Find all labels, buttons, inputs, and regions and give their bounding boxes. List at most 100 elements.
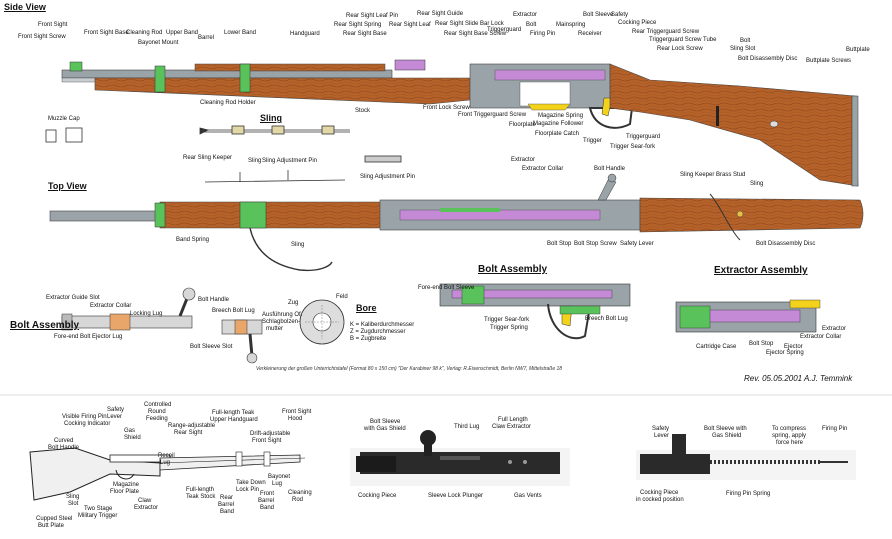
label-magazine-spring: Magazine Spring — [538, 113, 584, 119]
label-photo-third-lug: Third Lug — [454, 424, 480, 430]
label-photo-claw-extractor: Claw Extractor — [492, 424, 532, 430]
label-bayonet-lug-2: Lug — [272, 481, 283, 487]
label-small-cleaning-rod-2: Rod — [292, 497, 304, 503]
label-military-trigger: Military Trigger — [78, 513, 118, 519]
label-claw-extractor-2: Extractor — [134, 505, 159, 511]
label-controlled-round: Controlled — [144, 402, 172, 408]
label-safety: Safety — [611, 12, 629, 18]
side-disassembly-disc — [769, 120, 779, 128]
label-photo-gas-vents: Gas Vents — [514, 493, 542, 499]
label-bore-mutter: mutter — [266, 326, 284, 332]
label-small-front-sight: Front Sight — [282, 409, 312, 415]
label-top-bolt-handle: Bolt Handle — [594, 166, 626, 172]
label-locking-lug: Locking Lug — [130, 311, 163, 317]
label-top-sling: Sling — [291, 242, 305, 248]
label-rear-barrel-band-2: Barrel — [218, 502, 235, 508]
side-stock-forend — [94, 77, 471, 105]
label-two-stage: Two Stage — [84, 506, 113, 512]
label-fp-force-here: force here — [776, 440, 804, 446]
label-receiver: Receiver — [578, 31, 602, 37]
side-sling-slot — [716, 106, 719, 126]
label-extractor: Extractor — [513, 12, 538, 18]
label-rear-barrel-band-3: Band — [220, 509, 235, 515]
side-follower — [527, 103, 571, 111]
label-rear-sight: Rear Sight — [174, 430, 203, 436]
label-trigger-sear-fork: Trigger Sear-fork — [610, 144, 656, 150]
label-front-sight-base: Front Sight Base — [84, 30, 129, 36]
label-drift-front-sight: Front Sight — [252, 438, 282, 444]
sling-parts — [199, 125, 402, 183]
label-full-length-teak-stock-2: Teak Stock — [186, 494, 216, 500]
label-photo-bolt-sleeve: Bolt Sleeve — [370, 419, 401, 425]
label-stock: Stock — [355, 108, 371, 114]
label-floorplate-catch: Floorplate Catch — [535, 131, 580, 137]
label-top-band-spring: Band Spring — [176, 237, 210, 243]
label-upper-band: Upper Band — [166, 30, 199, 36]
label-bolt-extractor-collar: Extractor Collar — [90, 303, 132, 309]
side-view-rifle — [61, 59, 859, 187]
label-front-sight: Front Sight — [38, 22, 68, 28]
label-muzzle-cap: Muzzle Cap — [48, 116, 80, 122]
label-recoil-lug-2: Lug — [160, 460, 171, 466]
label-trigger: Trigger — [583, 138, 602, 144]
heading-bolt-assembly-left: Bolt Assembly — [10, 320, 80, 331]
label-ext-ejector: Ejector — [784, 344, 803, 350]
bore-diagram — [299, 299, 345, 345]
label-gas-shield: Gas — [124, 428, 136, 434]
label-safety-lever: Safety — [107, 407, 125, 413]
side-front-sight — [69, 61, 83, 72]
label-bolt: Bolt — [526, 22, 537, 28]
label-firing-pin: Firing Pin — [530, 31, 556, 37]
label-magazine-floor-plate-2: Floor Plate — [110, 489, 140, 495]
label-bolt-disassembly-disc: Bolt Disassembly Disc — [738, 56, 798, 62]
label-top-sling-right: Sling — [750, 181, 764, 187]
side-trigger — [601, 97, 613, 117]
revision-note: Rev. 05.05.2001 A.J. Temmink — [744, 374, 853, 383]
label-rear-sight-leaf: Rear Sight Leaf — [389, 22, 431, 28]
label-visible-firing-pin: Visible Firing Pin — [62, 414, 107, 420]
label-claw-extractor: Claw — [138, 498, 152, 504]
label-rear-sight-base: Rear Sight Base — [343, 31, 387, 37]
label-recoil-lug: Recoil — [158, 453, 175, 459]
label-controlled-round-2: Round — [148, 409, 166, 415]
label-cleaning-rod: Cleaning Rod — [126, 30, 163, 36]
label-ext-extractor: Extractor — [822, 326, 847, 332]
label-range-adjustable: Range-adjustable — [168, 423, 216, 429]
heading-top-view: Top View — [48, 181, 87, 191]
label-fp-lever: Lever — [654, 433, 670, 439]
label-photo-with-gas-shield: with Gas Shield — [364, 426, 406, 432]
label-center-trigger-spring: Trigger Spring — [490, 325, 528, 331]
label-safety-lever-2: Lever — [107, 414, 123, 420]
label-cleaning-rod-holder: Cleaning Rod Holder — [200, 100, 256, 106]
label-top-extractor-collar: Extractor Collar — [522, 166, 564, 172]
label-buttplate: Buttplate — [846, 47, 870, 53]
label-sling-slot-small: Sling — [66, 494, 80, 500]
label-front-lock-screw: Front Lock Screw — [423, 105, 470, 111]
label-fp-cocking-piece: Cocking Piece — [640, 490, 679, 496]
label-bolt-top: Bolt — [740, 38, 751, 44]
label-sling: Sling — [248, 158, 262, 164]
top-view-rifle — [49, 173, 864, 272]
label-full-length-teak: Full-length Teak — [212, 410, 255, 416]
muzzle-cap — [45, 127, 83, 143]
label-fore-end-bolt-sleeve: Fore-end Bolt Sleeve — [418, 285, 475, 291]
label-buttplate-screws: Buttplate Screws — [806, 58, 852, 64]
label-fp-safety: Safety — [652, 426, 670, 432]
label-rear-lock-screw: Rear Lock Screw — [657, 46, 703, 52]
label-drift-adjustable: Drift-adjustable — [250, 431, 291, 437]
label-photo-cocking-piece: Cocking Piece — [358, 493, 397, 499]
label-rear-sight-guide: Rear Sight Guide — [417, 11, 464, 17]
side-buttstock — [609, 63, 859, 187]
side-triggerguard — [588, 107, 634, 129]
label-fore-end-bolt-ejector-lug: Fore-end Bolt Ejector Lug — [54, 334, 123, 340]
label-small-cleaning-rod: Cleaning — [288, 490, 312, 496]
source-note: Verkleinerung der großen Unterrichtstafe… — [256, 366, 563, 372]
label-top-extractor: Extractor — [511, 157, 536, 163]
label-bore-feld: Feld — [336, 294, 348, 300]
label-bore-k: K = Kaliberdurchmesser — [350, 322, 415, 328]
side-bolt — [494, 69, 606, 81]
label-ext-ejector-spring: Ejector Spring — [766, 350, 804, 356]
label-handguard: Handguard — [290, 31, 320, 37]
label-bayonet-mount: Bayonet Mount — [138, 40, 179, 46]
